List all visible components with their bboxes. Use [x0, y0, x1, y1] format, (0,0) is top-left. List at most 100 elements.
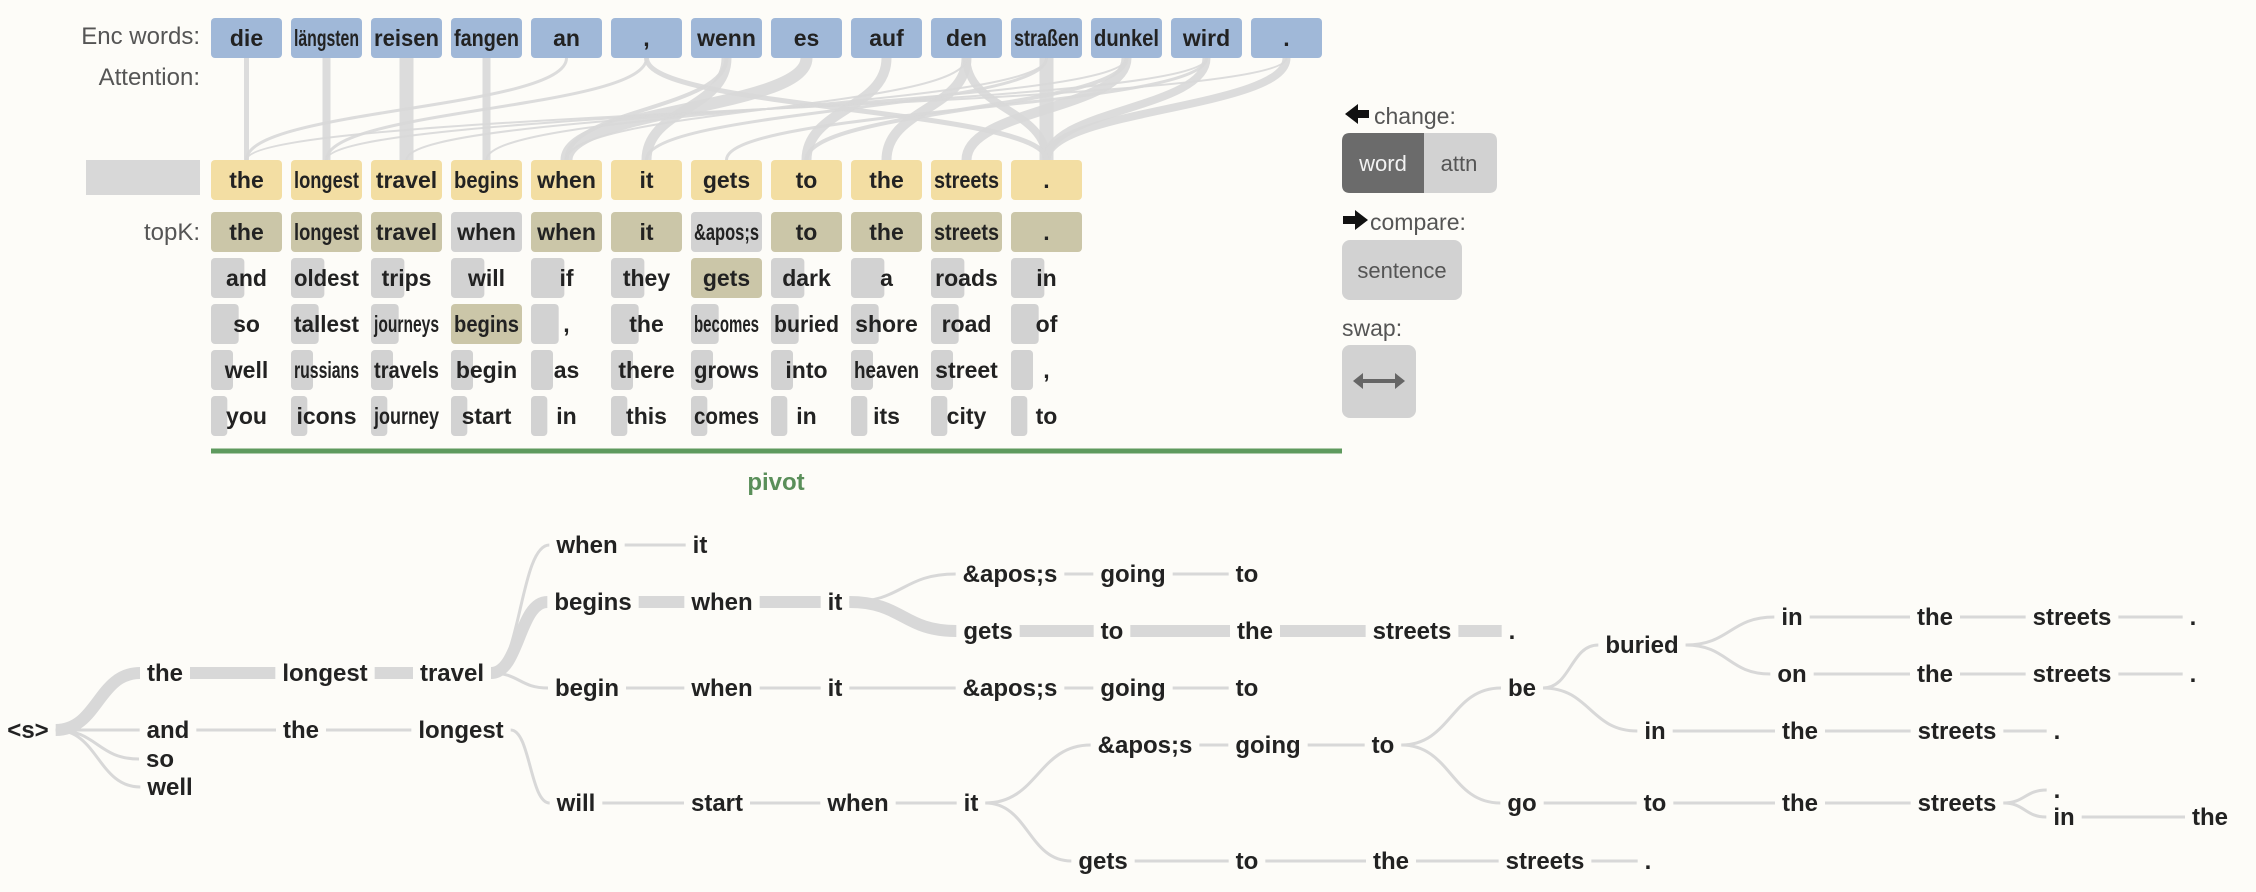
topk-word[interactable]: heaven	[851, 350, 919, 390]
enc-word[interactable]: fangen	[451, 18, 522, 58]
tree-node[interactable]: going	[1100, 561, 1165, 588]
tree-node[interactable]: the	[147, 660, 183, 687]
tree-node[interactable]: .	[2054, 718, 2061, 745]
dec-word[interactable]: .	[1011, 160, 1082, 200]
tree-node[interactable]: be	[1508, 675, 1536, 702]
topk-word[interactable]: you	[211, 396, 267, 436]
topk-word[interactable]: icons	[291, 396, 357, 436]
tree-node[interactable]: &apos;s	[963, 675, 1058, 702]
tree-node[interactable]: gets	[963, 618, 1012, 645]
tree-node[interactable]: so	[146, 746, 174, 773]
enc-word[interactable]: es	[771, 18, 842, 58]
topk-word[interactable]: journeys	[371, 304, 439, 344]
tree-node[interactable]: the	[1782, 790, 1818, 817]
tree-node[interactable]: buried	[1605, 632, 1678, 659]
topk-word[interactable]: streets	[931, 212, 1002, 252]
topk-word[interactable]: the	[611, 304, 664, 344]
tree-node[interactable]: going	[1100, 675, 1165, 702]
tree-node[interactable]: &apos;s	[1098, 732, 1193, 759]
topk-word[interactable]: of	[1011, 304, 1058, 344]
topk-word[interactable]: there	[611, 350, 675, 390]
tree-node[interactable]: to	[1101, 618, 1124, 645]
topk-word[interactable]: begins	[451, 304, 522, 344]
enc-word[interactable]: längsten	[291, 18, 362, 58]
dec-word[interactable]: gets	[691, 160, 762, 200]
tree-node[interactable]: it	[828, 675, 843, 702]
topk-word[interactable]: street	[931, 350, 998, 390]
tree-node[interactable]: go	[1507, 790, 1536, 817]
dec-word[interactable]: begins	[451, 160, 522, 200]
topk-word[interactable]: roads	[931, 258, 998, 298]
topk-word[interactable]: journey	[371, 396, 439, 436]
topk-word[interactable]: gets	[691, 258, 762, 298]
swap-button[interactable]	[1342, 345, 1416, 418]
topk-word[interactable]: becomes	[691, 304, 759, 344]
topk-word[interactable]: the	[851, 212, 922, 252]
tree-node[interactable]: the	[1237, 618, 1273, 645]
topk-word[interactable]: in	[1011, 258, 1057, 298]
tree-node[interactable]: in	[1781, 604, 1802, 631]
tree-node[interactable]: streets	[1918, 718, 1997, 745]
tree-node[interactable]: to	[1644, 790, 1667, 817]
tree-node[interactable]: longest	[418, 717, 503, 744]
enc-word[interactable]: an	[531, 18, 602, 58]
topk-word[interactable]: a	[851, 258, 893, 298]
tree-node[interactable]: <s>	[7, 717, 48, 744]
enc-word[interactable]: die	[211, 18, 282, 58]
tree-node[interactable]: the	[1782, 718, 1818, 745]
enc-word[interactable]: auf	[851, 18, 922, 58]
enc-word[interactable]: dunkel	[1091, 18, 1162, 58]
topk-word[interactable]: they	[611, 258, 670, 298]
tree-node[interactable]: the	[2192, 804, 2228, 831]
topk-word[interactable]: in	[771, 396, 817, 436]
topk-word[interactable]: shore	[851, 304, 918, 344]
tree-node[interactable]: streets	[1506, 848, 1585, 875]
tree-node[interactable]: gets	[1078, 848, 1127, 875]
tree-node[interactable]: going	[1235, 732, 1300, 759]
dec-word[interactable]: the	[211, 160, 282, 200]
dec-word[interactable]: the	[851, 160, 922, 200]
tree-node[interactable]: when	[690, 589, 752, 616]
topk-word[interactable]: will	[451, 258, 505, 298]
tree-node[interactable]: .	[2190, 604, 2197, 631]
enc-word[interactable]: reisen	[371, 18, 442, 58]
tree-node[interactable]: begins	[554, 589, 631, 616]
topk-word[interactable]: russians	[291, 350, 359, 390]
tree-node[interactable]: will	[556, 790, 596, 817]
tree-node[interactable]: .	[1645, 848, 1652, 875]
topk-word[interactable]: as	[531, 350, 579, 390]
tree-node[interactable]: the	[1917, 604, 1953, 631]
attn-button[interactable]: attn	[1424, 133, 1497, 193]
enc-word[interactable]: wird	[1171, 18, 1242, 58]
enc-word[interactable]: den	[931, 18, 1002, 58]
tree-node[interactable]: it	[828, 589, 843, 616]
topk-word[interactable]: the	[211, 212, 282, 252]
tree-node[interactable]: when	[555, 532, 617, 559]
tree-node[interactable]: start	[691, 790, 743, 817]
topk-word[interactable]: oldest	[291, 258, 359, 298]
topk-word[interactable]: ,	[1011, 350, 1050, 390]
topk-word[interactable]: it	[611, 212, 682, 252]
dec-word[interactable]: when	[531, 160, 602, 200]
tree-node[interactable]: and	[147, 717, 190, 744]
tree-node[interactable]: it	[693, 532, 708, 559]
topk-word[interactable]: &apos;s	[691, 212, 762, 252]
tree-node[interactable]: to	[1236, 675, 1259, 702]
enc-word[interactable]: wenn	[691, 18, 762, 58]
topk-word[interactable]: road	[931, 304, 991, 344]
topk-word[interactable]: ,	[531, 304, 570, 344]
tree-node[interactable]: in	[2053, 804, 2074, 831]
tree-node[interactable]: .	[1509, 618, 1516, 645]
tree-node[interactable]: streets	[2033, 661, 2112, 688]
dec-word[interactable]: it	[611, 160, 682, 200]
topk-word[interactable]: in	[531, 396, 577, 436]
topk-word[interactable]: tallest	[291, 304, 359, 344]
topk-word[interactable]: start	[451, 396, 512, 436]
tree-node[interactable]: begin	[555, 675, 619, 702]
topk-word[interactable]: grows	[691, 350, 759, 390]
topk-word[interactable]: to	[771, 212, 842, 252]
tree-node[interactable]: the	[1917, 661, 1953, 688]
topk-word[interactable]: to	[1011, 396, 1057, 436]
topk-word[interactable]: travel	[371, 212, 442, 252]
dec-word[interactable]: longest	[291, 160, 362, 200]
